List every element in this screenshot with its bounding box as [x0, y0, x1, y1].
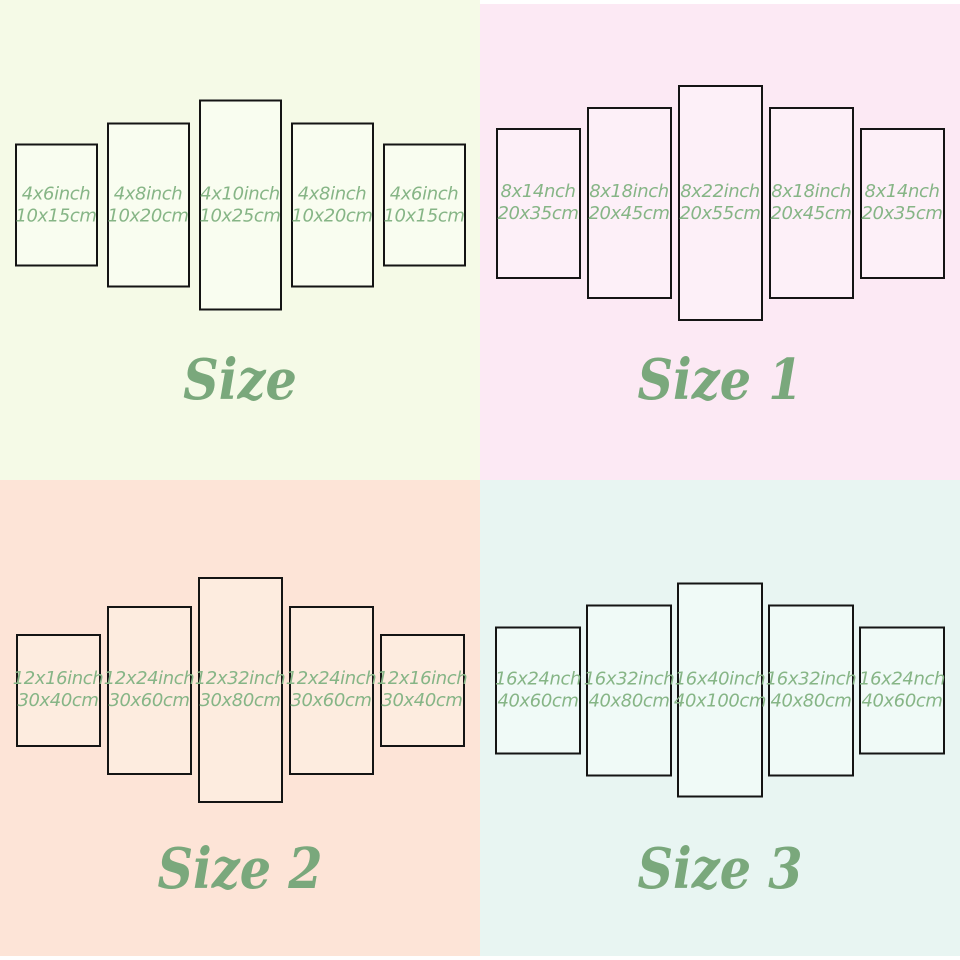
panel-row: 4x6inch 10x15cm 4x8inch 10x20cm 4x10inch… — [0, 99, 480, 311]
panel-size-cm: 20x35cm — [497, 203, 579, 224]
panel-size-cm: 10x20cm — [107, 205, 189, 226]
panel: 16x24nch 40x60cm — [495, 626, 581, 754]
panel: 4x6inch 10x15cm — [382, 143, 466, 267]
quadrant-title: Size 1 — [637, 347, 803, 413]
panel: 8x14nch 20x35cm — [859, 127, 945, 279]
panel-size-cm: 30x40cm — [17, 690, 99, 711]
panel: 12x32inch 30x80cm — [194, 577, 286, 803]
panel-size-inches: 16x24nch — [495, 668, 581, 689]
panel: 16x32inch 40x80cm — [583, 604, 675, 776]
panel: 12x16inch 30x40cm — [376, 633, 468, 747]
panel-row: 12x16inch 30x40cm 12x24inch 30x60cm 12x3… — [0, 577, 480, 803]
quadrant-size-2: 12x16inch 30x40cm 12x24inch 30x60cm 12x3… — [0, 480, 480, 956]
panel-size-inches: 4x8inch — [113, 183, 183, 204]
panel: 16x32inch 40x80cm — [765, 604, 857, 776]
panel-size-inches: 8x22inch — [680, 181, 760, 202]
panel: 12x24inch 30x60cm — [285, 605, 377, 775]
panel-size-cm: 20x35cm — [861, 203, 943, 224]
panel-size-cm: 30x40cm — [381, 690, 463, 711]
quadrant-title: Size 2 — [157, 836, 323, 902]
panel-size-cm: 40x80cm — [770, 690, 852, 711]
panel-row: 8x14nch 20x35cm 8x18inch 20x45cm 8x22inc… — [480, 85, 960, 321]
quadrant-size: 4x6inch 10x15cm 4x8inch 10x20cm 4x10inch… — [0, 0, 480, 480]
panel-size-cm: 40x60cm — [497, 690, 579, 711]
panel-size-cm: 10x15cm — [383, 205, 465, 226]
quadrant-title: Size 3 — [637, 836, 803, 902]
panel-size-inches: 16x24nch — [859, 668, 945, 689]
panel-size-cm: 20x45cm — [770, 203, 852, 224]
panel-size-cm: 40x60cm — [861, 690, 943, 711]
panel-size-inches: 12x32inch — [194, 668, 286, 689]
panel-size-inches: 4x6inch — [389, 183, 459, 204]
panel-size-cm: 10x20cm — [291, 205, 373, 226]
panel: 8x18inch 20x45cm — [586, 107, 672, 299]
panel-size-cm: 10x15cm — [15, 205, 97, 226]
panel: 4x8inch 10x20cm — [290, 122, 374, 288]
panel-size-cm: 10x25cm — [199, 205, 281, 226]
panel: 16x24nch 40x60cm — [859, 626, 945, 754]
panel: 8x22inch 20x55cm — [677, 85, 763, 321]
panel-size-inches: 4x6inch — [21, 183, 91, 204]
panel-size-inches: 12x24inch — [285, 668, 377, 689]
panel-size-cm: 30x80cm — [199, 690, 281, 711]
panel: 16x40inch 40x100cm — [673, 582, 767, 798]
panel: 4x6inch 10x15cm — [14, 143, 98, 267]
panel-row: 16x24nch 40x60cm 16x32inch 40x80cm 16x40… — [480, 582, 960, 798]
quadrant-size-3: 16x24nch 40x60cm 16x32inch 40x80cm 16x40… — [480, 480, 960, 956]
panel-size-cm: 20x55cm — [679, 203, 761, 224]
panel-size-inches: 16x40inch — [674, 668, 766, 689]
panel: 8x14nch 20x35cm — [495, 127, 581, 279]
panel-size-cm: 30x60cm — [108, 690, 190, 711]
panel: 4x8inch 10x20cm — [106, 122, 190, 288]
panel-size-inches: 12x16inch — [376, 668, 468, 689]
panel-size-inches: 12x24inch — [103, 668, 195, 689]
panel-size-cm: 40x100cm — [673, 690, 767, 711]
panel-size-inches: 4x10inch — [200, 183, 280, 204]
panel-size-inches: 4x8inch — [297, 183, 367, 204]
panel-size-inches: 8x14nch — [500, 181, 576, 202]
panel-size-inches: 16x32inch — [583, 668, 675, 689]
panel: 12x16inch 30x40cm — [12, 633, 104, 747]
panel-size-cm: 20x45cm — [588, 203, 670, 224]
quadrant-size-1: 8x14nch 20x35cm 8x18inch 20x45cm 8x22inc… — [480, 0, 960, 480]
panel: 8x18inch 20x45cm — [768, 107, 854, 299]
panel: 4x10inch 10x25cm — [198, 99, 282, 311]
panel: 12x24inch 30x60cm — [103, 605, 195, 775]
panel-size-inches: 8x18inch — [589, 181, 669, 202]
panel-size-inches: 16x32inch — [765, 668, 857, 689]
panel-size-inches: 12x16inch — [12, 668, 104, 689]
panel-size-cm: 40x80cm — [588, 690, 670, 711]
panel-size-inches: 8x18inch — [771, 181, 851, 202]
quadrant-title: Size — [183, 347, 297, 413]
panel-size-cm: 30x60cm — [290, 690, 372, 711]
panel-size-inches: 8x14nch — [864, 181, 940, 202]
